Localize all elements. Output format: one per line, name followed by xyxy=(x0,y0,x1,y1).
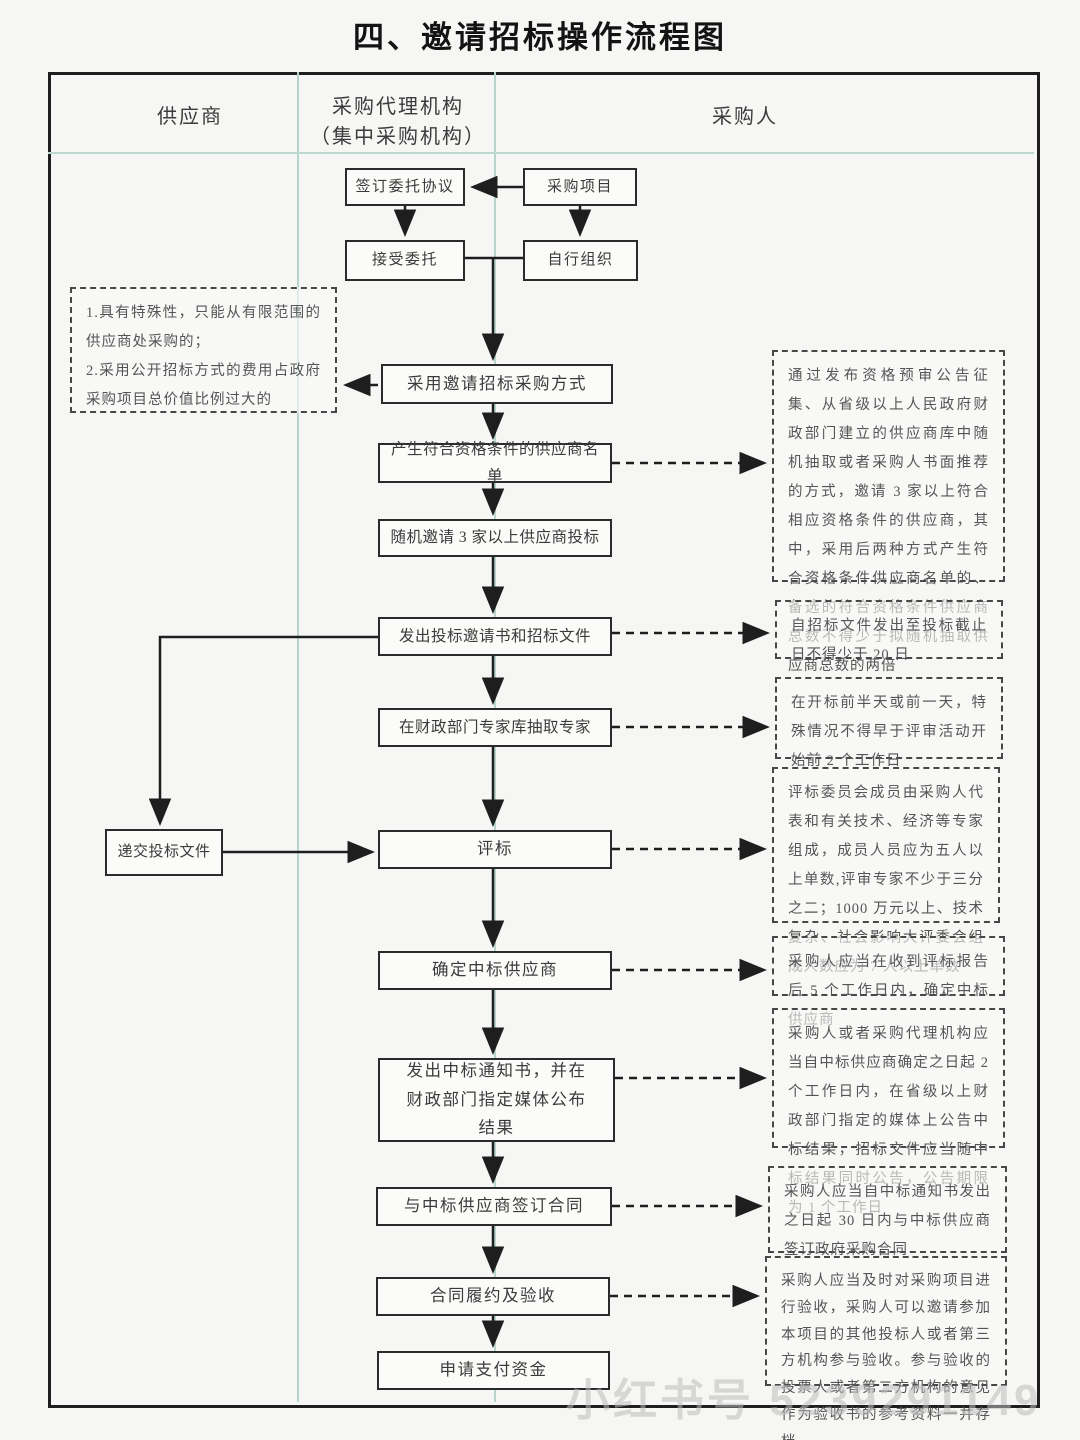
lane-agency: 采购代理机构 xyxy=(332,96,464,118)
note-expert-timing: 在开标前半天或前一天，特殊情况不得早于评审活动开始前 2 个工作日 xyxy=(775,677,1003,769)
lane-agency-sub: （集中采购机构） xyxy=(310,126,486,148)
note-special-conditions: 1.具有特殊性，只能从有限范围的供应商处采购的； 2.采用公开招标方式的费用占政… xyxy=(70,287,337,413)
node-accept-delegation: 接受委托 xyxy=(345,240,465,281)
lane-supplier: 供应商 xyxy=(157,106,223,128)
lane-divider-1 xyxy=(297,72,299,1402)
note-contract-30days: 采购人应当自中标通知书发出之日起 30 日内与中标供应商签订政府采购合同 xyxy=(768,1166,1007,1258)
note-special-item-1: 1.具有特殊性，只能从有限范围的供应商处采购的； xyxy=(86,305,321,350)
note-confirm-5days: 采购人应当在收到评标报告后 5 个工作日内，确定中标供应商 xyxy=(772,936,1005,1028)
watermark-text: 小红书号 5239291149 xyxy=(566,1376,1042,1425)
node-adopt-method: 采用邀请招标采购方式 xyxy=(381,364,613,404)
note-acceptance: 采购人应当及时对采购项目进行验收，采购人可以邀请参加本项目的其他投标人或者第三方… xyxy=(765,1256,1007,1440)
node-procurement-project: 采购项目 xyxy=(523,168,637,206)
lane-purchaser: 采购人 xyxy=(712,106,778,128)
node-sign-agreement: 签订委托协议 xyxy=(345,168,465,206)
node-random-invite: 随机邀请 3 家以上供应商投标 xyxy=(378,519,612,557)
page-title: 四、邀请招标操作流程图 xyxy=(353,20,727,55)
node-supplier-list: 产生符合资格条件的供应商名单 xyxy=(378,441,612,485)
note-deadline-20days: 自招标文件发出至投标截止日不得少于 20 日 xyxy=(775,600,1003,663)
node-send-invitation: 发出投标邀请书和招标文件 xyxy=(378,617,612,656)
note-announce-result: 采购人或者采购代理机构应当自中标供应商确定之日起 2 个工作日内，在省级以上财政… xyxy=(772,1008,1005,1216)
node-submit-bid: 递交投标文件 xyxy=(105,829,223,876)
note-special-item-2: 2.采用公开招标方式的费用占政府采购项目总价值比例过大的 xyxy=(86,363,321,408)
node-apply-payment: 申请支付资金 xyxy=(377,1351,610,1390)
header-divider xyxy=(48,152,1034,154)
node-self-organize: 自行组织 xyxy=(523,240,638,281)
note-qualification: 通过发布资格预审公告征集、从省级以上人民政府财政部门建立的供应商库中随机抽取或者… xyxy=(772,350,1005,674)
note-committee: 评标委员会成员由采购人代表和有关技术、经济等专家组成，成员人员应为五人以上单数,… xyxy=(772,767,1000,975)
node-confirm-winner: 确定中标供应商 xyxy=(378,951,612,990)
node-sign-contract: 与中标供应商签订合同 xyxy=(376,1187,612,1226)
node-award-notice: 发出中标通知书，并在财政部门指定媒体公布结果 xyxy=(378,1058,615,1142)
node-draw-experts: 在财政部门专家库抽取专家 xyxy=(378,708,612,747)
node-evaluation: 评标 xyxy=(378,830,612,869)
chart-frame xyxy=(48,72,1040,1408)
node-contract-acceptance: 合同履约及验收 xyxy=(376,1277,610,1316)
